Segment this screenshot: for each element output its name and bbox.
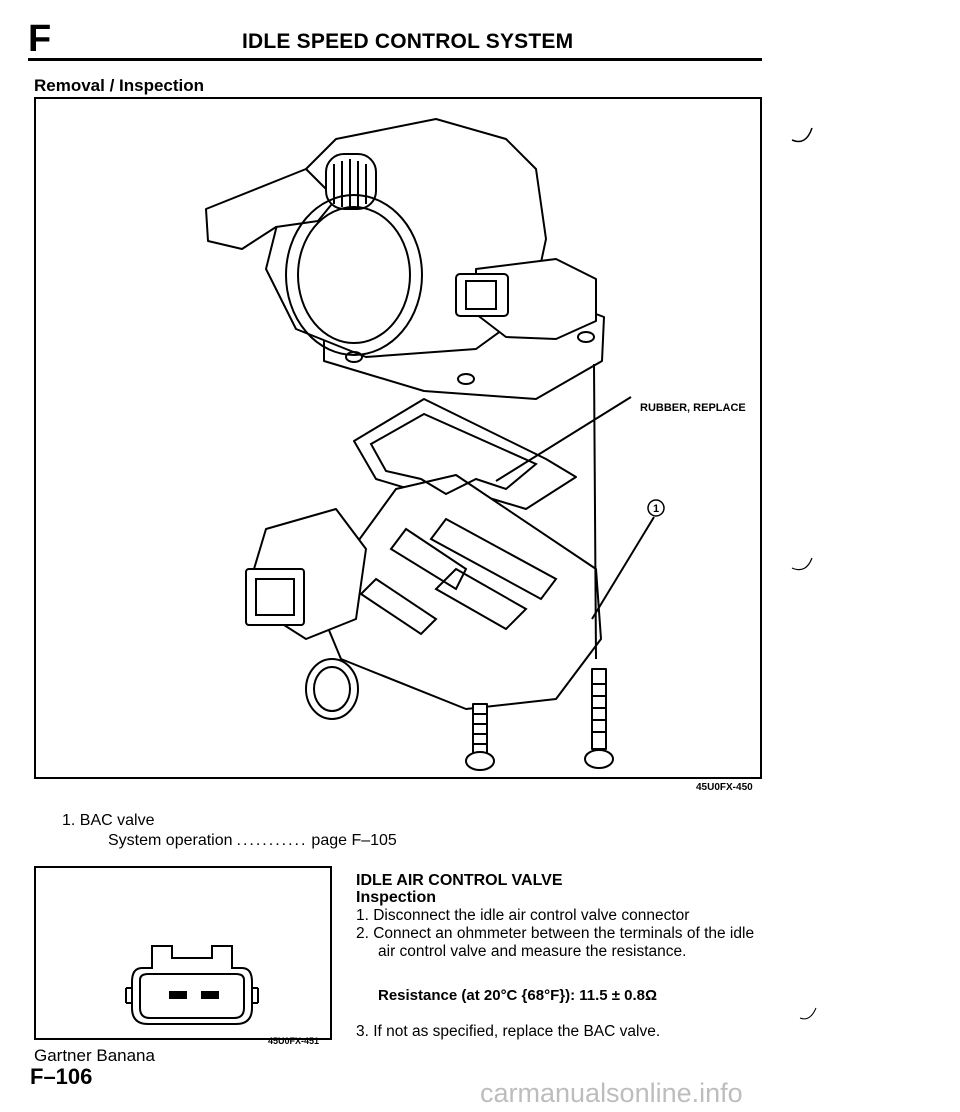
procedure-title: IDLE AIR CONTROL VALVE bbox=[356, 872, 563, 889]
legend-subline-label: System operation bbox=[108, 832, 233, 849]
callout-rubber-replace: RUBBER, REPLACE bbox=[640, 402, 746, 414]
bac-callout-leader bbox=[591, 516, 655, 620]
section-letter: F bbox=[28, 18, 52, 60]
header-divider bbox=[28, 58, 762, 61]
legend-item-1: 1. BAC valve bbox=[62, 812, 155, 829]
callout-number: 1 bbox=[653, 503, 659, 515]
step-1: 1. Disconnect the idle air control valve… bbox=[356, 907, 690, 924]
main-figure-code: 45U0FX-450 bbox=[696, 782, 753, 793]
section-subheading: Removal / Inspection bbox=[34, 76, 205, 95]
throttle-bore bbox=[285, 194, 423, 356]
connector-figure-code: 45U0FX-451 bbox=[268, 1036, 320, 1046]
legend-item-1-subline: System operation...........page F–105 bbox=[108, 832, 397, 850]
bac-hose-nipple bbox=[305, 658, 359, 720]
watermark: carmanualsonline.info bbox=[480, 1078, 743, 1108]
alignment-guide-line bbox=[593, 363, 597, 660]
procedure-subtitle: Inspection bbox=[356, 889, 437, 906]
footer-text: Gartner Banana bbox=[34, 1046, 155, 1065]
page-number: F–106 bbox=[30, 1064, 93, 1089]
main-figure: 1 RUBBER, REPLACE bbox=[34, 97, 762, 779]
mounting-bolt-left bbox=[472, 703, 488, 755]
rubber-callout-leader bbox=[495, 396, 632, 482]
rubber-gasket bbox=[353, 398, 577, 512]
step-2: 2. Connect an ohmmeter between the termi… bbox=[356, 925, 766, 961]
legend-page-reference: page F–105 bbox=[311, 832, 397, 849]
page-title: IDLE SPEED CONTROL SYSTEM bbox=[242, 30, 574, 53]
step-2-line-2: air control valve and measure the resist… bbox=[378, 943, 687, 960]
throttle-linkage-arm bbox=[205, 168, 337, 250]
connector-terminals-drawing bbox=[125, 945, 259, 1025]
bolt-head-left bbox=[465, 751, 495, 771]
connector-figure bbox=[34, 866, 332, 1040]
legend-leader-dots: ........... bbox=[236, 832, 308, 849]
resistance-spec: Resistance (at 20°C {68°F}): 11.5 ± 0.8Ω bbox=[378, 987, 658, 1004]
terminal-left bbox=[169, 991, 187, 999]
step-2-line-1: 2. Connect an ohmmeter between the termi… bbox=[356, 925, 755, 942]
margin-mark-middle bbox=[791, 557, 813, 571]
margin-mark-bottom bbox=[799, 1007, 817, 1020]
terminal-right bbox=[201, 991, 219, 999]
throttle-body-exploded-drawing: 1 RUBBER, REPLACE bbox=[205, 118, 746, 771]
bolt-head-right bbox=[584, 749, 614, 769]
callout-number-circle bbox=[647, 499, 665, 517]
step-3: 3. If not as specified, replace the BAC … bbox=[356, 1023, 661, 1040]
bac-valve-connector bbox=[245, 568, 305, 626]
margin-mark-top bbox=[791, 127, 813, 143]
